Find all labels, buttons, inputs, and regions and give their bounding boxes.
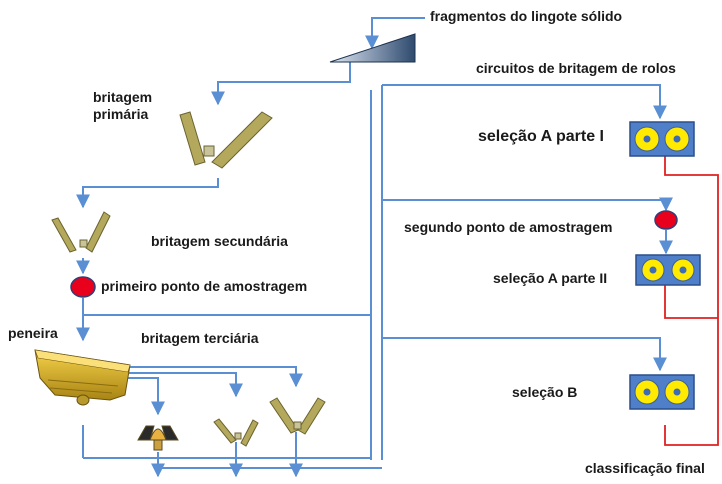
primary-crusher-icon	[179, 111, 273, 169]
to-selection-b-line	[382, 337, 667, 372]
label-primary-crushing-2: primária	[93, 106, 149, 122]
tertiary-crusher-1-icon	[213, 418, 259, 447]
feed-line	[365, 17, 425, 50]
first-sampling-point	[70, 276, 96, 298]
screen-to-roll1-line	[112, 372, 243, 398]
selection-b-rollers	[629, 374, 695, 410]
feeder-to-primary-line	[211, 62, 351, 106]
final-classification-line	[664, 156, 719, 446]
label-ingot-fragments: fragmentos do lingote sólido	[430, 8, 623, 24]
tertiary-crusher-2-icon	[269, 397, 326, 435]
selection-a1-rollers	[629, 121, 695, 157]
label-first-sampling: primeiro ponto de amostragem	[101, 278, 308, 294]
to-selection-a1-line	[382, 84, 667, 120]
label-final-classification: classificação final	[585, 460, 705, 476]
label-tertiary-crushing: britagem terciária	[141, 330, 259, 346]
label-primary-crushing-1: britagem	[93, 89, 153, 105]
to-second-sampling-line	[382, 197, 673, 212]
secondary-crusher-icon	[51, 211, 111, 253]
label-selection-b: seleção B	[512, 384, 578, 400]
primary-to-secondary-line	[76, 178, 219, 209]
classification-a2-branch	[664, 283, 718, 319]
screen-to-roll2-line	[118, 366, 303, 388]
screen-icon	[34, 349, 131, 406]
label-selection-a2: seleção A parte II	[493, 270, 608, 286]
cone-crusher-icon	[137, 425, 179, 451]
feeder-wedge	[329, 33, 416, 63]
label-roll-circuits: circuitos de britagem de rolos	[476, 60, 676, 76]
label-secondary-crushing: britagem secundária	[151, 233, 288, 249]
flow-lines	[76, 17, 673, 478]
label-selection-a1: seleção A parte I	[478, 128, 604, 145]
label-screen: peneira	[8, 325, 58, 341]
second-sampling-point	[654, 210, 678, 230]
label-second-sampling: segundo ponto de amostragem	[404, 219, 613, 235]
selection-a2-rollers	[635, 254, 701, 286]
